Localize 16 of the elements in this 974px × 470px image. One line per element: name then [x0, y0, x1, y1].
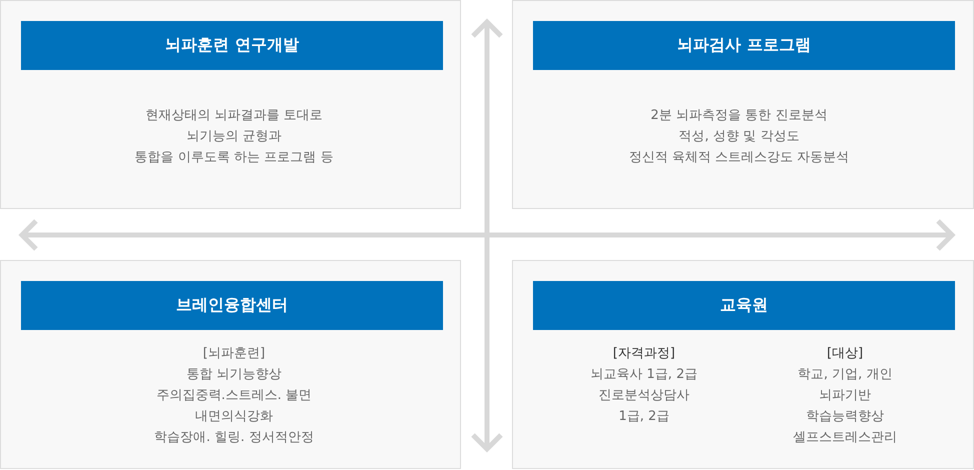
panel: [0, 0, 461, 209]
section-heading: [자격과정]: [612, 345, 676, 363]
body-text: 통합 뇌기능향상 주의집중력.스트레스. 불면 내면의식강화 학습장애. 힐링. 정서적안정: [154, 366, 314, 447]
panel: [0, 260, 461, 469]
section-heading: [뇌파훈련]: [202, 345, 266, 363]
body-text: 학교, 기업, 개인 뇌파기반 학습능력향상 셀프스트레스관리: [793, 366, 897, 447]
body-text: 2분 뇌파측정을 통한 진로분석 적성, 성향 및 각성도 정신적 육체적 스트레스강도 자동분석: [628, 107, 850, 167]
panel: [512, 260, 974, 469]
body-text: 현재상태의 뇌파결과를 토대로 뇌기능의 균형과 통합을 이루도록 하는 프로그램 등: [134, 107, 334, 167]
body-text: 뇌교육사 1급, 2급 진로분석상담사 1급, 2급: [590, 366, 698, 426]
panel: [512, 0, 974, 209]
title-bar: 뇌파검사 프로그램: [533, 21, 955, 70]
title-bar: 뇌파훈련 연구개발: [21, 21, 443, 70]
title-bar: 브레인융합센터: [21, 281, 443, 330]
section-heading: [대상]: [826, 345, 864, 363]
title-bar: 교육원: [533, 281, 955, 330]
